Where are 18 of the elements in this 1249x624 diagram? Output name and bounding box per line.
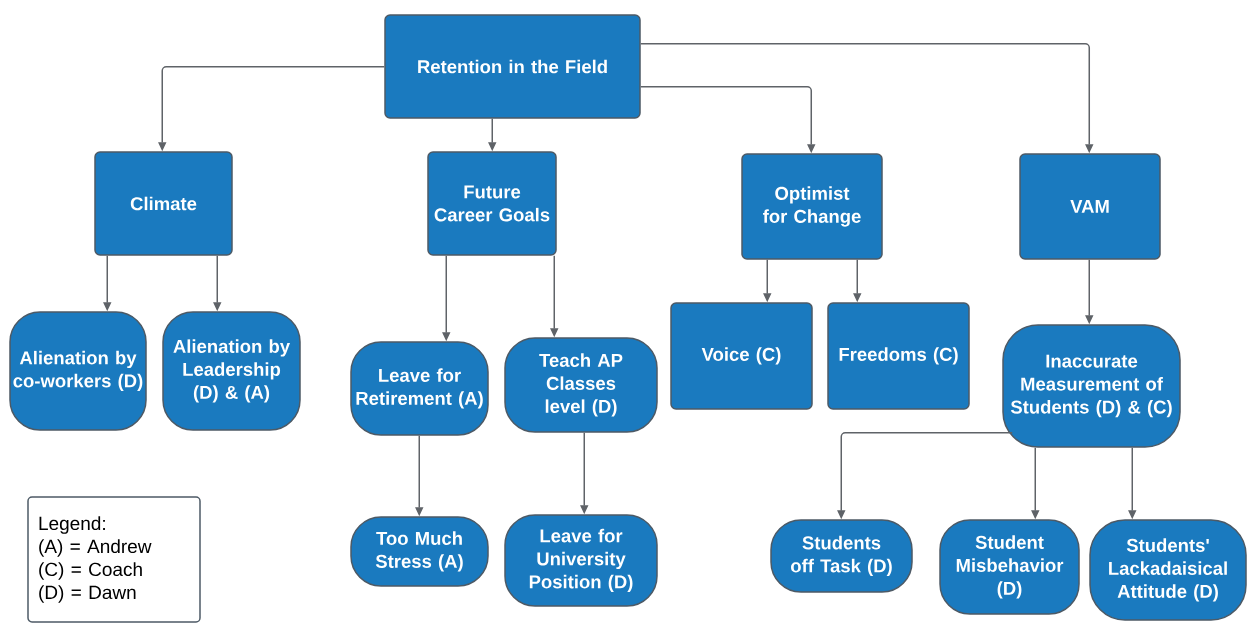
rounded-box: Students off Task (D) xyxy=(770,519,913,593)
rounded-box: Inaccurate Measurement of Students (D) & (C) xyxy=(1002,324,1181,448)
process-box: Climate xyxy=(94,151,233,256)
process-box: VAM xyxy=(1019,153,1161,260)
process-box: Retention in the Field xyxy=(384,14,641,119)
rounded-box: Student Misbehavior (D) xyxy=(939,519,1080,615)
rounded-box: Students' Lackadaisical Attitude (D) xyxy=(1089,519,1247,621)
legend-box: Legend: (A) = Andrew (C) = Coach (D) = Dawn xyxy=(27,496,201,623)
process-box: Freedoms (C) xyxy=(827,302,970,410)
rounded-box: Teach AP Classes level (D) xyxy=(504,337,658,433)
rounded-box: Too Much Stress (A) xyxy=(350,516,489,587)
rounded-box: Leave for Retirement (A) xyxy=(350,341,489,436)
process-box: Optimist for Change xyxy=(741,153,883,260)
process-box: Voice (C) xyxy=(670,302,813,410)
rounded-box: Alienation by co-workers (D) xyxy=(9,311,147,431)
process-box: Future Career Goals xyxy=(427,151,557,256)
rounded-box: Alienation by Leadership (D) & (A) xyxy=(162,311,301,431)
rounded-box: Leave for University Position (D) xyxy=(504,514,658,607)
